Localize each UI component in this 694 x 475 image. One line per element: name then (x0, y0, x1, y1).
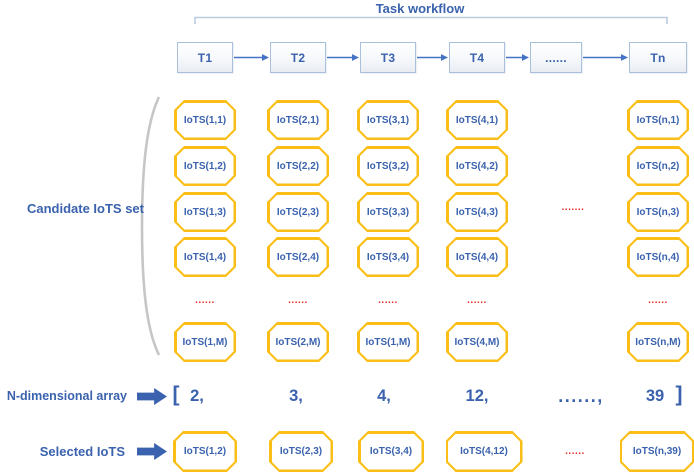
array-value: 2, (190, 387, 204, 405)
candidate-iots-box: IoTS(2,1) (267, 100, 329, 140)
iots-box-label: IoTS(2,1) (276, 114, 320, 126)
iots-box-label: IoTS(2,2) (276, 160, 320, 172)
candidate-set-label: Candidate IoTS set (26, 201, 144, 216)
task-label: T3 (380, 50, 396, 65)
candidate-iots-box: IoTS(3,3) (357, 192, 419, 232)
iots-box-label: IoTS(3,3) (366, 206, 410, 218)
candidate-iots-box: IoTS(4,4) (446, 237, 508, 277)
task-label: ...... (545, 50, 567, 65)
candidate-iots-box: IoTS(3,4) (357, 237, 419, 277)
iots-box-label: IoTS(n,3) (636, 206, 680, 218)
iots-box-label: IoTS(n,1) (636, 114, 680, 126)
selected-ellipsis: ...... (565, 446, 585, 457)
selected-iots-box: IoTS(2,3) (269, 431, 333, 472)
candidate-iots-box: IoTS(n,1) (627, 100, 689, 140)
column-ellipsis: ...... (648, 295, 668, 306)
candidate-iots-box: IoTS(n,3) (627, 192, 689, 232)
workflow-bracket (194, 16, 668, 24)
candidate-iots-box: IoTS(4,2) (446, 146, 508, 186)
iots-box-label: IoTS(2,4) (276, 251, 320, 263)
candidate-iots-box: IoTS(n,M) (627, 322, 689, 362)
candidate-iots-box: IoTS(1,M) (174, 322, 236, 362)
workflow-title: Task workflow (375, 1, 465, 16)
candidate-iots-box: IoTS(3,1) (357, 100, 419, 140)
iots-box-label: IoTS(n,2) (636, 160, 680, 172)
array-value: 4, (377, 387, 391, 405)
column-ellipsis: ...... (195, 295, 215, 306)
iots-box-label: IoTS(2,3) (279, 446, 323, 457)
selected-iots-box: IoTS(4,12) (446, 431, 523, 472)
iots-box-label: IoTS(3,2) (366, 160, 410, 172)
candidate-iots-box: IoTS(1,M) (357, 322, 419, 362)
iots-box-label: IoTS(1,M) (365, 336, 411, 348)
task-label: Tn (650, 50, 666, 65)
task-label: T2 (290, 50, 306, 65)
selected-iots-box: IoTS(3,4) (358, 431, 424, 472)
iots-box-label: IoTS(1,4) (183, 251, 227, 263)
iots-box-label: IoTS(3,4) (369, 446, 413, 457)
task-box: ...... (530, 42, 582, 73)
iots-box-label: IoTS(3,1) (366, 114, 410, 126)
array-value: ......, (558, 386, 604, 406)
array-value: 39 (645, 387, 665, 405)
candidate-iots-box: IoTS(2,3) (267, 192, 329, 232)
iots-box-label: IoTS(2,M) (275, 336, 321, 348)
task-label: T1 (197, 50, 213, 65)
candidate-iots-box: IoTS(n,4) (627, 237, 689, 277)
task-box: Tn (629, 42, 687, 73)
array-value: 12, (465, 387, 489, 405)
iots-box-label: IoTS(3,4) (366, 251, 410, 263)
iots-box-label: IoTS(4,M) (454, 336, 500, 348)
selected-iots-label: Selected IoTS (39, 444, 125, 459)
task-box: T2 (270, 42, 326, 73)
candidate-iots-box: IoTS(2,2) (267, 146, 329, 186)
candidate-iots-box: IoTS(4,3) (446, 192, 508, 232)
candidate-iots-box: IoTS(1,1) (174, 100, 236, 140)
iots-box-label: IoTS(4,3) (455, 206, 499, 218)
array-open-bracket: [ (172, 383, 180, 406)
candidate-iots-box: IoTS(1,4) (174, 237, 236, 277)
candidate-iots-box: IoTS(2,4) (267, 237, 329, 277)
task-box: T3 (360, 42, 416, 73)
column-ellipsis: ...... (378, 295, 398, 306)
iots-box-label: IoTS(1,1) (183, 114, 227, 126)
candidate-iots-box: IoTS(n,2) (627, 146, 689, 186)
array-close-bracket: ] (675, 383, 683, 406)
iots-box-label: IoTS(2,3) (276, 206, 320, 218)
iots-box-label: IoTS(4,1) (455, 114, 499, 126)
selected-iots-box: IoTS(1,2) (173, 431, 237, 472)
right-block-arrow-icon (137, 443, 167, 460)
array-value: 3, (289, 387, 303, 405)
task-box: T4 (449, 42, 505, 73)
iots-box-label: IoTS(1,3) (183, 206, 227, 218)
candidate-iots-box: IoTS(1,3) (174, 192, 236, 232)
candidate-iots-box: IoTS(4,1) (446, 100, 508, 140)
iots-box-label: IoTS(n,M) (635, 336, 681, 348)
iots-box-label: IoTS(1,2) (183, 446, 227, 457)
iots-box-label: IoTS(n,39) (632, 446, 682, 457)
iots-box-label: IoTS(4,12) (460, 446, 508, 457)
iots-box-label: IoTS(4,2) (455, 160, 499, 172)
candidate-iots-box: IoTS(2,M) (267, 322, 329, 362)
selected-iots-box: IoTS(n,39) (620, 431, 694, 472)
candidate-iots-box: IoTS(3,2) (357, 146, 419, 186)
task-arrows (234, 54, 628, 61)
iots-box-label: IoTS(1,M) (182, 336, 228, 348)
ndim-array-label: N-dimensional array (6, 389, 127, 403)
task-label: T4 (469, 50, 485, 65)
candidate-iots-box: IoTS(4,M) (446, 322, 508, 362)
iots-box-label: IoTS(n,4) (636, 251, 680, 263)
iots-box-label: IoTS(1,2) (183, 160, 227, 172)
candidate-iots-box: IoTS(1,2) (174, 146, 236, 186)
iots-box-label: IoTS(4,4) (455, 251, 499, 263)
candidate-brace (140, 96, 160, 356)
column-ellipsis: ...... (467, 295, 487, 306)
column-ellipsis: ...... (288, 295, 308, 306)
task-box: T1 (177, 42, 233, 73)
grid-ellipsis: ....... (561, 202, 585, 213)
